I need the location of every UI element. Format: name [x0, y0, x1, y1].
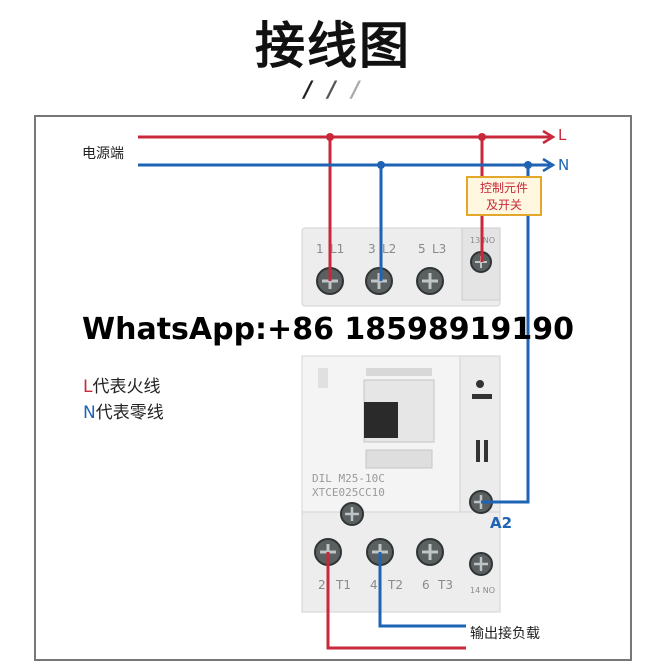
terminal-label-l1: L1 — [330, 242, 345, 256]
legend-live-text: 代表火线 — [92, 377, 161, 397]
neutral-to-a2-wire — [481, 165, 530, 504]
contactor-slot-top — [366, 368, 432, 376]
contactor-slot-bottom — [365, 449, 433, 469]
model-text-2: XTCE025CC10 — [312, 486, 385, 499]
slash-3: / — [351, 78, 364, 103]
terminal-label-t1: T1 — [336, 578, 351, 592]
terminal-label-1: 1 — [316, 242, 324, 256]
legend-neutral-key: N — [83, 403, 96, 423]
slash-1: / — [304, 78, 317, 103]
coil-a2-label: A2 — [490, 514, 513, 532]
terminal-label-2: 2 — [318, 578, 326, 592]
terminal-screw-l2 — [365, 267, 393, 295]
live-arrow — [542, 129, 556, 145]
terminal-label-3: 3 — [368, 242, 376, 256]
contactor-side-notch — [318, 368, 328, 388]
neutral-junction-2 — [524, 161, 532, 169]
terminal-label-4: 4 — [370, 578, 378, 592]
terminal-label-t2: T2 — [388, 578, 403, 592]
terminal-screw-t3 — [416, 538, 444, 566]
whatsapp-watermark: WhatsApp:+86 18598919190 — [82, 312, 574, 347]
terminal-screw-mid — [340, 502, 364, 526]
live-junction-2 — [478, 133, 486, 141]
contactor-indicator-window — [364, 402, 398, 438]
terminal-label-t3: T3 — [438, 578, 453, 592]
control-box-line-2: 及开关 — [485, 198, 522, 212]
live-line-label: L — [558, 126, 567, 144]
terminal-label-5: 5 — [418, 242, 426, 256]
t2-output-wire — [378, 552, 466, 628]
aux-top-label: 13 NO — [470, 236, 496, 245]
output-load-label: 输出接负载 — [470, 626, 540, 642]
page-title: 接线图 — [255, 17, 411, 75]
control-element-box: 控制元件 及开关 — [466, 176, 542, 216]
neutral-arrow — [542, 157, 556, 173]
side-dot — [476, 380, 484, 388]
aux-bottom-label: 14 NO — [470, 586, 496, 595]
terminal-label-l3: L3 — [432, 242, 447, 256]
decorative-slashes: / / / — [304, 78, 363, 103]
side-slot-3 — [484, 440, 488, 462]
slash-2: / — [327, 78, 340, 103]
legend-neutral-text: 代表零线 — [95, 403, 164, 423]
t1-output-wire — [326, 552, 466, 650]
legend-live: L代表火线 — [83, 372, 160, 397]
diagram-frame — [34, 115, 632, 661]
legend-live-key: L — [83, 377, 93, 397]
side-slot-1 — [472, 394, 492, 399]
terminal-label-l2: L2 — [382, 242, 397, 256]
model-text-1: DIL M25-10C — [312, 472, 385, 485]
power-source-label: 电源端 — [82, 146, 124, 162]
side-slot-2 — [476, 440, 480, 462]
terminal-screw-14no — [469, 552, 493, 576]
live-junction-1 — [326, 133, 334, 141]
neutral-junction-1 — [377, 161, 385, 169]
legend-neutral: N代表零线 — [83, 398, 164, 423]
terminal-label-6: 6 — [422, 578, 430, 592]
control-box-line-1: 控制元件 — [479, 181, 528, 195]
neutral-line-label: N — [558, 156, 570, 174]
terminal-screw-l3 — [416, 267, 444, 295]
